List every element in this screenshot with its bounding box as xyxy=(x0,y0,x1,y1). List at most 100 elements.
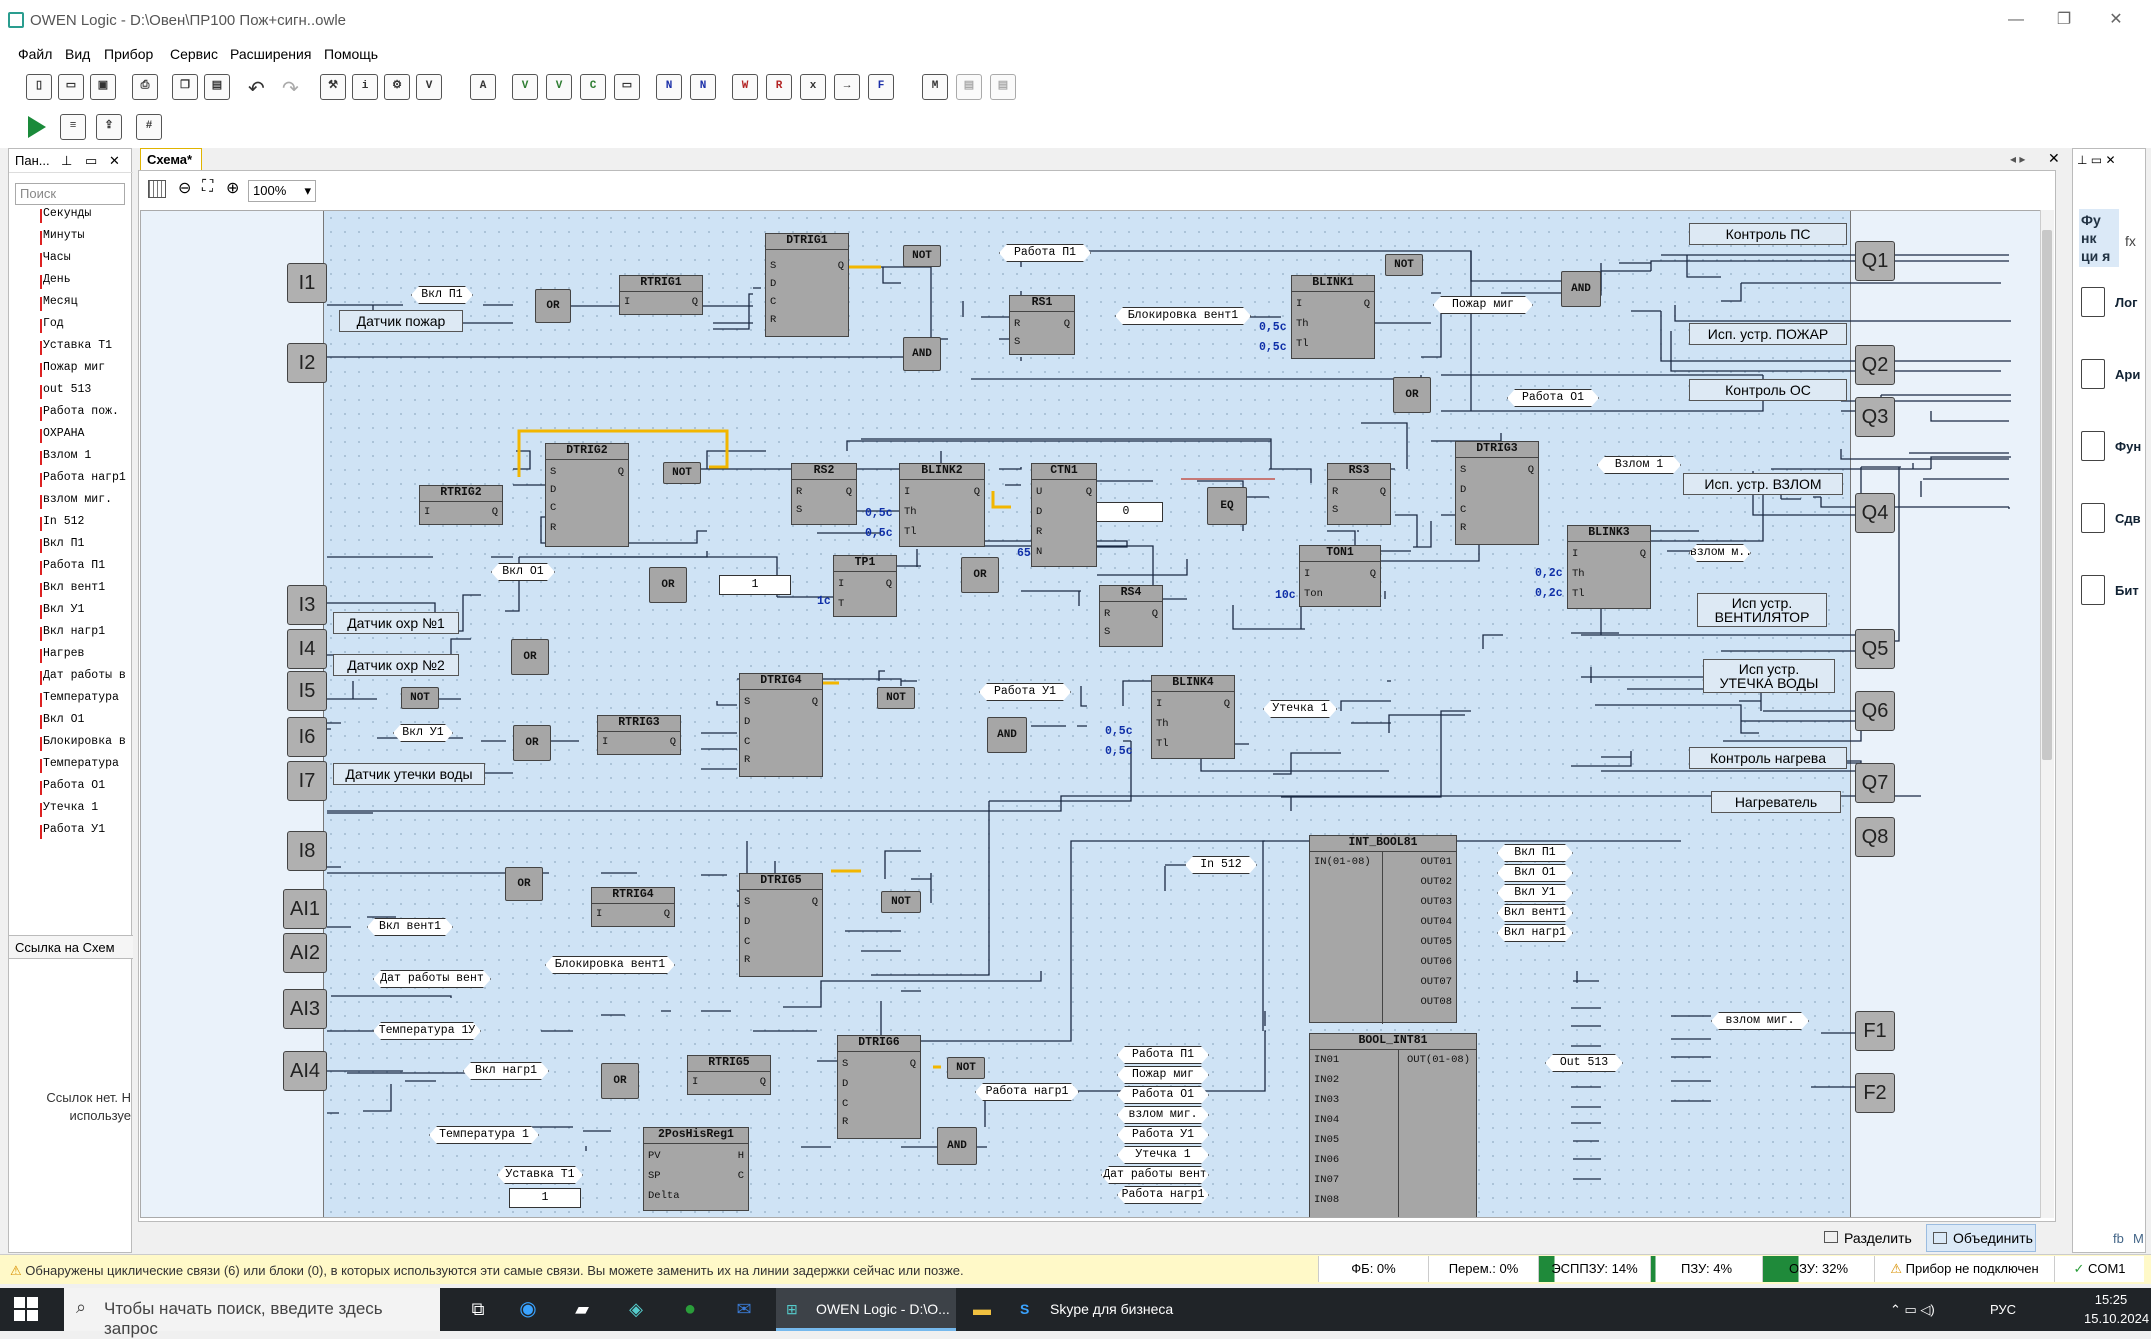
variable-item[interactable]: Взлом 1 xyxy=(43,449,92,462)
settings-icon[interactable]: ⚙ xyxy=(384,74,410,100)
variable-item[interactable]: День xyxy=(43,273,71,286)
input-ai3[interactable]: AI3 xyxy=(283,989,327,1029)
input-i3[interactable]: I3 xyxy=(287,585,327,625)
input-ai4[interactable]: AI4 xyxy=(283,1051,327,1091)
bool-int-in-tag[interactable]: Работа О1 xyxy=(1117,1086,1209,1104)
module-icon[interactable]: M xyxy=(922,74,948,100)
gate-or[interactable]: OR xyxy=(961,557,999,593)
gate-not[interactable]: NOT xyxy=(401,687,439,709)
save-icon[interactable]: ▣ xyxy=(90,74,116,100)
minimize-button[interactable]: — xyxy=(2008,11,2024,28)
tag-vent-sensor[interactable]: Дат работы вент xyxy=(373,970,491,988)
tag-vzlom-m[interactable]: взлом м.. xyxy=(1689,544,1751,562)
tag-fire-blink[interactable]: Пожар миг xyxy=(1433,296,1533,314)
schema-canvas[interactable]: Датчик пожар Датчик охр №1 Датчик охр №2… xyxy=(140,210,2042,1218)
menu-extensions[interactable]: Расширения xyxy=(230,46,312,62)
task-view-icon[interactable]: ⧉ xyxy=(471,1299,485,1319)
variables-search-input[interactable]: Поиск xyxy=(15,183,125,205)
tag-rabota-o1[interactable]: Работа О1 xyxy=(1507,389,1599,407)
input-i2[interactable]: I2 xyxy=(287,343,327,383)
tool-icon[interactable]: ⚒ xyxy=(320,74,346,100)
bool-int-in-tag[interactable]: Работа нагр1 xyxy=(1117,1186,1209,1204)
gate-or[interactable]: OR xyxy=(511,639,549,675)
tray-icons[interactable]: ⌃ ▭ ◁) xyxy=(1890,1302,1935,1317)
variable-item[interactable]: Работа П1 xyxy=(43,559,106,572)
menu-file[interactable]: Файл xyxy=(18,46,53,62)
variable-item[interactable]: Вкл нагр1 xyxy=(43,625,106,638)
bool-int-in-tag[interactable]: Работа У1 xyxy=(1117,1126,1209,1144)
output-f1[interactable]: F1 xyxy=(1855,1011,1895,1051)
zoom-select[interactable]: 100%▾ xyxy=(248,180,316,202)
tab-scroll-icons[interactable]: ◂ ▸ xyxy=(2010,152,2026,166)
tag-block-vent1[interactable]: Блокировка вент1 xyxy=(1115,307,1251,325)
variable-item[interactable]: Месяц xyxy=(43,295,78,308)
input-ai2[interactable]: AI2 xyxy=(283,933,327,973)
function-icon[interactable]: F xyxy=(868,74,894,100)
variable-item[interactable]: Температура xyxy=(43,757,119,770)
gate-or[interactable]: OR xyxy=(535,289,571,323)
int-bool-out-tag[interactable]: Вкл нагр1 xyxy=(1497,924,1573,942)
gate-and[interactable]: AND xyxy=(937,1127,977,1165)
redo-icon[interactable]: ↷ xyxy=(282,78,299,100)
vertical-scroll-thumb[interactable] xyxy=(2042,230,2052,760)
variable-item[interactable]: Утечка 1 xyxy=(43,801,99,814)
print-icon[interactable]: ⎙ xyxy=(132,74,158,100)
menu-service[interactable]: Сервис xyxy=(170,46,218,62)
input-i1[interactable]: I1 xyxy=(287,263,327,303)
tag-in-512[interactable]: In 512 xyxy=(1185,856,1257,874)
constant-one[interactable]: 1 xyxy=(719,575,791,595)
zoom-in-icon[interactable]: ⊕ xyxy=(226,180,240,197)
counter-icon[interactable]: # xyxy=(136,114,162,140)
delay-icon[interactable]: → xyxy=(834,74,860,100)
gate-not[interactable]: NOT xyxy=(903,245,941,267)
gate-not[interactable]: NOT xyxy=(947,1057,985,1079)
input-var-icon[interactable]: V xyxy=(512,74,538,100)
tag-ustavka-t1[interactable]: Уставка Т1 xyxy=(497,1166,583,1184)
close-button[interactable]: ✕ xyxy=(2109,11,2123,28)
output-var-icon[interactable]: V xyxy=(546,74,572,100)
restore-button[interactable]: ❐ xyxy=(2056,11,2072,28)
tag-vkl-vent1[interactable]: Вкл вент1 xyxy=(367,918,453,936)
tab-close-icon[interactable]: ✕ xyxy=(2048,150,2060,166)
tag-vkl-u1[interactable]: Вкл У1 xyxy=(393,724,453,742)
app-icon-2[interactable]: ▰ xyxy=(575,1299,589,1319)
split-button[interactable]: Разделить xyxy=(1818,1224,1922,1252)
copy-icon[interactable]: ❐ xyxy=(172,74,198,100)
variable-item[interactable]: In 512 xyxy=(43,515,85,528)
variable-item[interactable]: Часы xyxy=(43,251,71,264)
tag-vkl-p1[interactable]: Вкл П1 xyxy=(411,286,473,304)
bool-int-in-tag[interactable]: Дат работы вент xyxy=(1101,1166,1209,1184)
gate-not[interactable]: NOT xyxy=(881,891,921,913)
emulate-icon[interactable]: ≡ xyxy=(60,114,86,140)
function-category[interactable]: Бит xyxy=(2081,575,2141,611)
gate-and[interactable]: AND xyxy=(1561,271,1601,307)
macro-tab[interactable]: M xyxy=(2133,1231,2144,1246)
taskbar-search-input[interactable]: ⌕Чтобы начать поиск, введите здесь запро… xyxy=(64,1288,440,1338)
variable-item[interactable]: Вкл У1 xyxy=(43,603,85,616)
variable-item[interactable]: Нагрев xyxy=(43,647,85,660)
constant-one[interactable]: 1 xyxy=(509,1188,581,1208)
tag-rabota-u1[interactable]: Работа У1 xyxy=(979,683,1071,701)
fb-tab[interactable]: fb xyxy=(2113,1231,2124,1246)
import-icon[interactable]: ▤ xyxy=(990,74,1016,100)
variable-item[interactable]: Работа У1 xyxy=(43,823,106,836)
variable-item[interactable]: ОХРАНА xyxy=(43,427,85,440)
gate-not[interactable]: NOT xyxy=(663,462,701,484)
